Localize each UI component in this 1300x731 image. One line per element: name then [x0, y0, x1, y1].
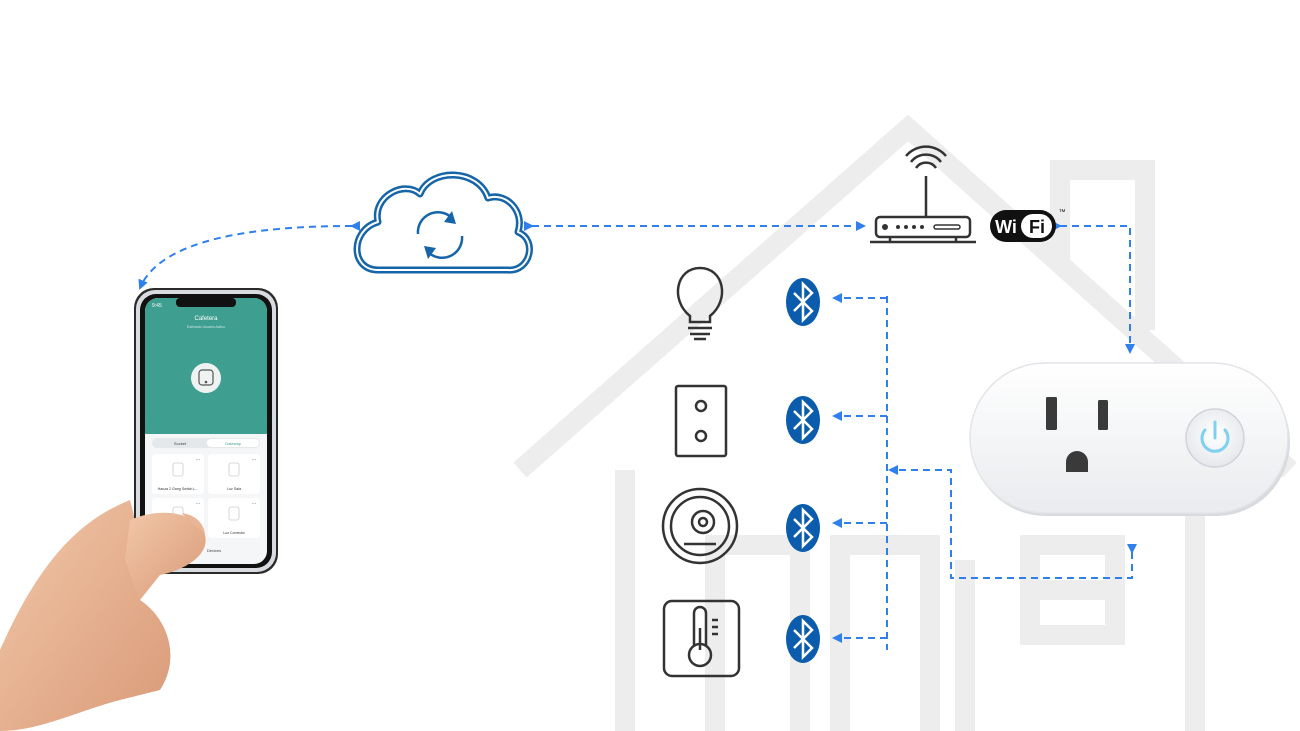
arrow-plug-to-bus [888, 465, 1137, 579]
robot-vacuum-icon [661, 487, 739, 565]
device-card-1-more: ··· [196, 457, 201, 463]
router-icon [870, 145, 976, 244]
device-card-3-more: ··· [196, 501, 201, 507]
device-card-4-name: Luz Comedor [223, 531, 245, 535]
phone-screen-title: Cafetera [194, 316, 218, 322]
router-leds [882, 224, 961, 230]
device-card-4-more: ··· [252, 501, 257, 507]
bluetooth-icon-3 [786, 504, 820, 552]
phone-tab-gateway: Gateway [225, 441, 241, 446]
bluetooth-icon-4 [786, 615, 820, 663]
light-bulb-icon [676, 266, 724, 341]
bluetooth-icon-2 [786, 396, 820, 444]
device-card-2-more: ··· [252, 457, 257, 463]
thumb [125, 512, 206, 600]
device-card-2-name: Luz Sala [227, 487, 241, 491]
phone-status-time: 9:45 [152, 303, 162, 309]
wifi-logo: Wi Fi ™ [990, 209, 1066, 242]
thermometer-icon [662, 599, 741, 678]
smart-plug-icon [969, 362, 1290, 516]
svg-text:Fi: Fi [1029, 217, 1045, 237]
svg-text:Wi: Wi [995, 217, 1017, 237]
wall-switch-icon [674, 384, 728, 458]
svg-text:™: ™ [1059, 209, 1066, 216]
phone-bottom-label: Devices [207, 548, 221, 553]
power-icon[interactable] [1185, 408, 1245, 468]
connection-lines [138, 220, 1137, 650]
phone-screen-subtitle: Estimado Usuario Activo [187, 325, 225, 329]
phone: 9:45 Cafetera Estimado Usuario Activo So… [134, 288, 278, 574]
phone-tab-socket: Socket [174, 441, 187, 446]
cloud-sync-icon [353, 171, 533, 274]
bluetooth-icon-1 [786, 278, 820, 326]
device-card-1-name: Hauza 2 Gang Switch L... [158, 487, 199, 491]
arrow-cloud-to-phone [138, 220, 361, 290]
